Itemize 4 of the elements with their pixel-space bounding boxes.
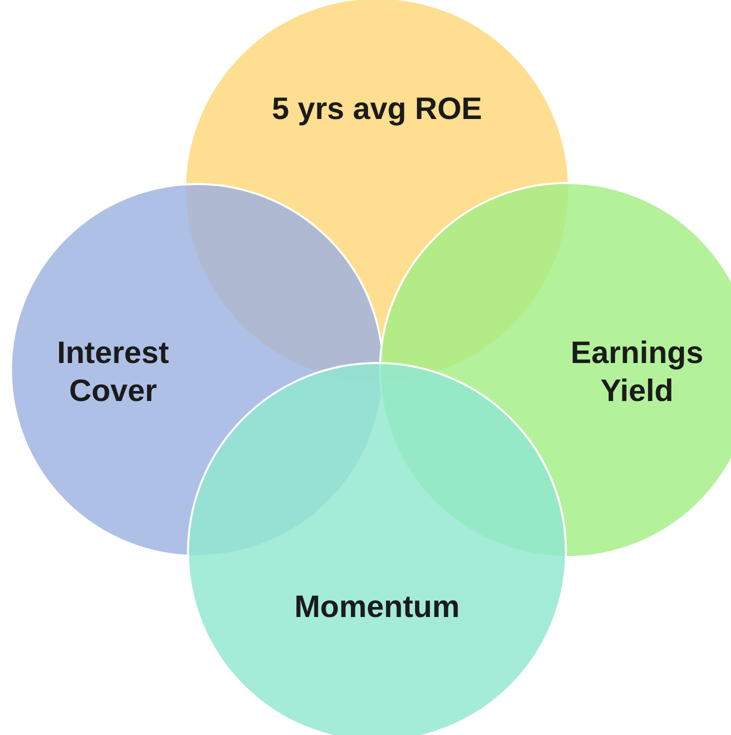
circle-label: Momentum [293, 588, 461, 626]
circle-label: 5 yrs avg ROE [270, 90, 484, 128]
circle-label: Interest Cover [56, 334, 170, 410]
circle-label: Earnings Yield [570, 334, 704, 410]
